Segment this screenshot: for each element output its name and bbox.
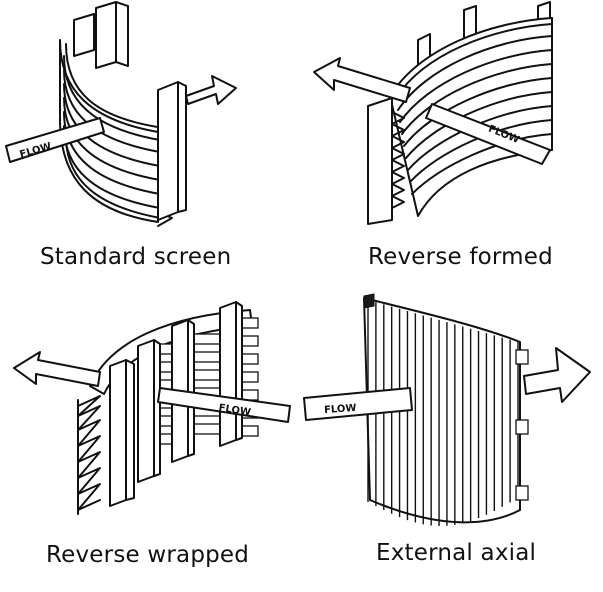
reverse-wrapped-illustration: FLOW [13, 301, 291, 515]
flow-label: FLOW [324, 403, 357, 416]
standard-screen-illustration: FLOW [5, 1, 237, 227]
panel-reverse-formed: FLOW Reverse formed [300, 0, 603, 290]
panel-standard-screen: FLOW Standard screen [0, 0, 300, 290]
flow-arrow: FLOW [5, 75, 237, 163]
flow-arrow: FLOW [303, 347, 591, 421]
reverse-formed-illustration: FLOW [313, 1, 553, 225]
caption-standard-screen: Standard screen [40, 244, 232, 270]
flow-label: FLOW [218, 403, 252, 419]
panel-external-axial: FLOW External axial [300, 290, 603, 592]
panel-reverse-wrapped: FLOW Reverse wrapped [0, 290, 300, 592]
external-axial-illustration: FLOW [303, 293, 591, 527]
caption-reverse-wrapped: Reverse wrapped [46, 542, 250, 568]
wire-wraps [389, 17, 553, 217]
flow-arrow: FLOW [13, 351, 291, 423]
caption-reverse-formed: Reverse formed [368, 244, 553, 270]
caption-external-axial: External axial [376, 540, 537, 566]
